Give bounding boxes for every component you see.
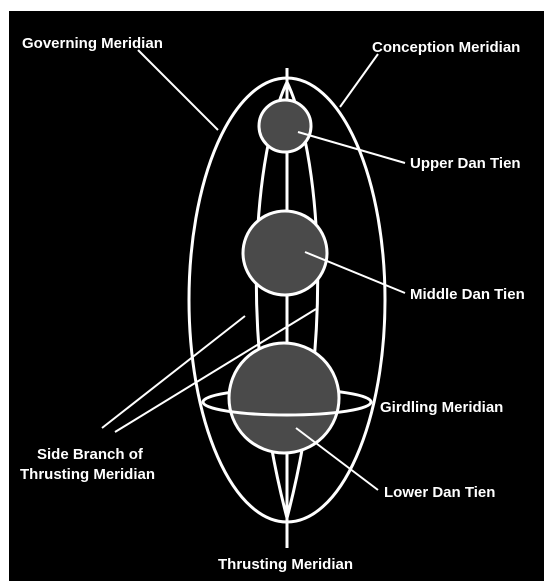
upper-dan-tien-label: Upper Dan Tien [410,155,521,172]
side-branch-label-line1: Side Branch of [37,446,144,463]
conception-leader-line [340,54,378,107]
middle-dan-tien-label: Middle Dan Tien [410,286,525,303]
governing-meridian-label: Governing Meridian [22,35,163,52]
upper-leader-line [298,132,405,163]
middle-dan-tien-sphere [243,211,327,295]
conception-meridian-label: Conception Meridian [372,39,520,56]
lower-leader-line [296,428,378,490]
thrusting-meridian-label: Thrusting Meridian [218,556,353,573]
upper-dan-tien-sphere [259,100,311,152]
governing-leader-line [138,50,218,130]
lower-dan-tien-label: Lower Dan Tien [384,484,495,501]
lower-dan-tien-sphere [229,343,339,453]
side-branch-label-line2: Thrusting Meridian [20,466,155,483]
girdling-meridian-label: Girdling Meridian [380,399,503,416]
